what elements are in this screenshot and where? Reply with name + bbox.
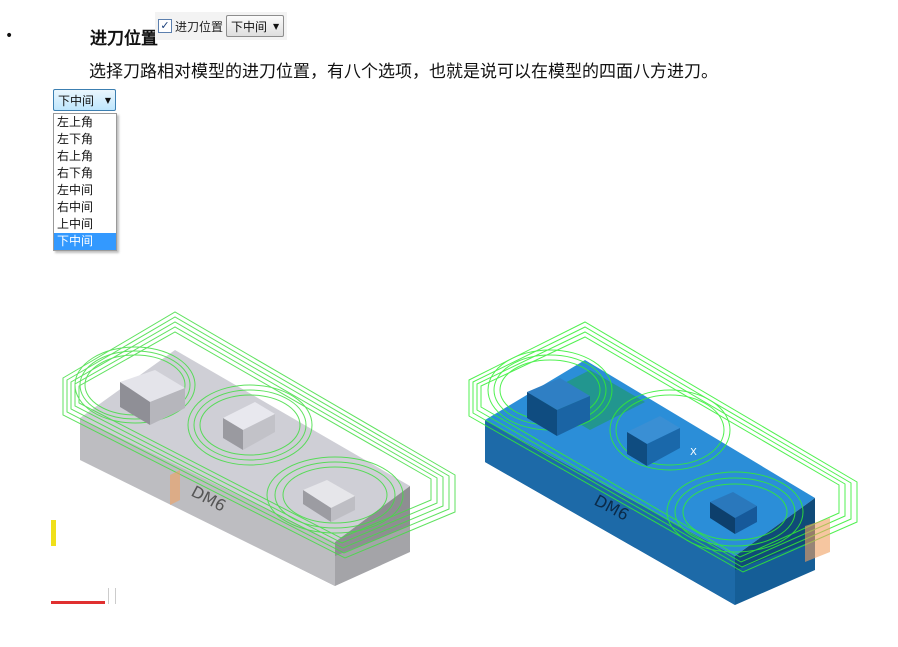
dropdown-option[interactable]: 上中间 — [57, 217, 94, 231]
dropdown-option[interactable]: 右中间 — [57, 200, 94, 214]
lead-in-checkbox-label: 进刀位置 — [175, 19, 224, 34]
gray-tick-mark — [108, 588, 116, 604]
dropdown-combo[interactable]: 下中间 ▼ — [53, 89, 116, 111]
dropdown-option-selected[interactable]: 下中间 — [54, 233, 116, 250]
description-text: 选择刀路相对模型的进刀位置，有八个选项，也就是说可以在模型的四面八方进刀。 — [89, 62, 718, 82]
bullet: • — [5, 28, 14, 44]
inline-lead-in-control: ✓ 进刀位置 下中间 ▼ — [155, 12, 288, 40]
dropdown-list: 左上角 左下角 右上角 右下角 左中间 右中间 上中间 下中间 — [53, 113, 117, 251]
dropdown-option[interactable]: 左下角 — [57, 132, 94, 146]
gray-model-toolpath-image: DM6 — [62, 311, 456, 586]
axis-label: X — [690, 447, 697, 458]
dropdown-option[interactable]: 左中间 — [57, 183, 94, 197]
lead-in-position-combo[interactable]: 下中间 ▼ — [226, 15, 285, 37]
section-heading: 进刀位置 — [90, 29, 158, 49]
chevron-down-icon: ▼ — [273, 21, 280, 31]
chevron-down-icon: ▼ — [104, 95, 111, 105]
yellow-marker — [51, 520, 56, 546]
lead-in-checkbox[interactable]: ✓ — [158, 19, 172, 33]
dropdown-option[interactable]: 右下角 — [57, 166, 94, 180]
blue-model-toolpath-image: X DM6 — [468, 321, 858, 605]
red-underline — [51, 601, 105, 604]
dropdown-option[interactable]: 左上角 — [57, 115, 94, 129]
dropdown-option[interactable]: 右上角 — [57, 149, 94, 163]
combo-value: 下中间 — [231, 19, 268, 34]
lead-in-dropdown: 下中间 ▼ 左上角 左下角 右上角 右下角 左中间 右中间 上中间 下中间 — [53, 89, 117, 251]
dropdown-selected-value: 下中间 — [58, 93, 95, 108]
